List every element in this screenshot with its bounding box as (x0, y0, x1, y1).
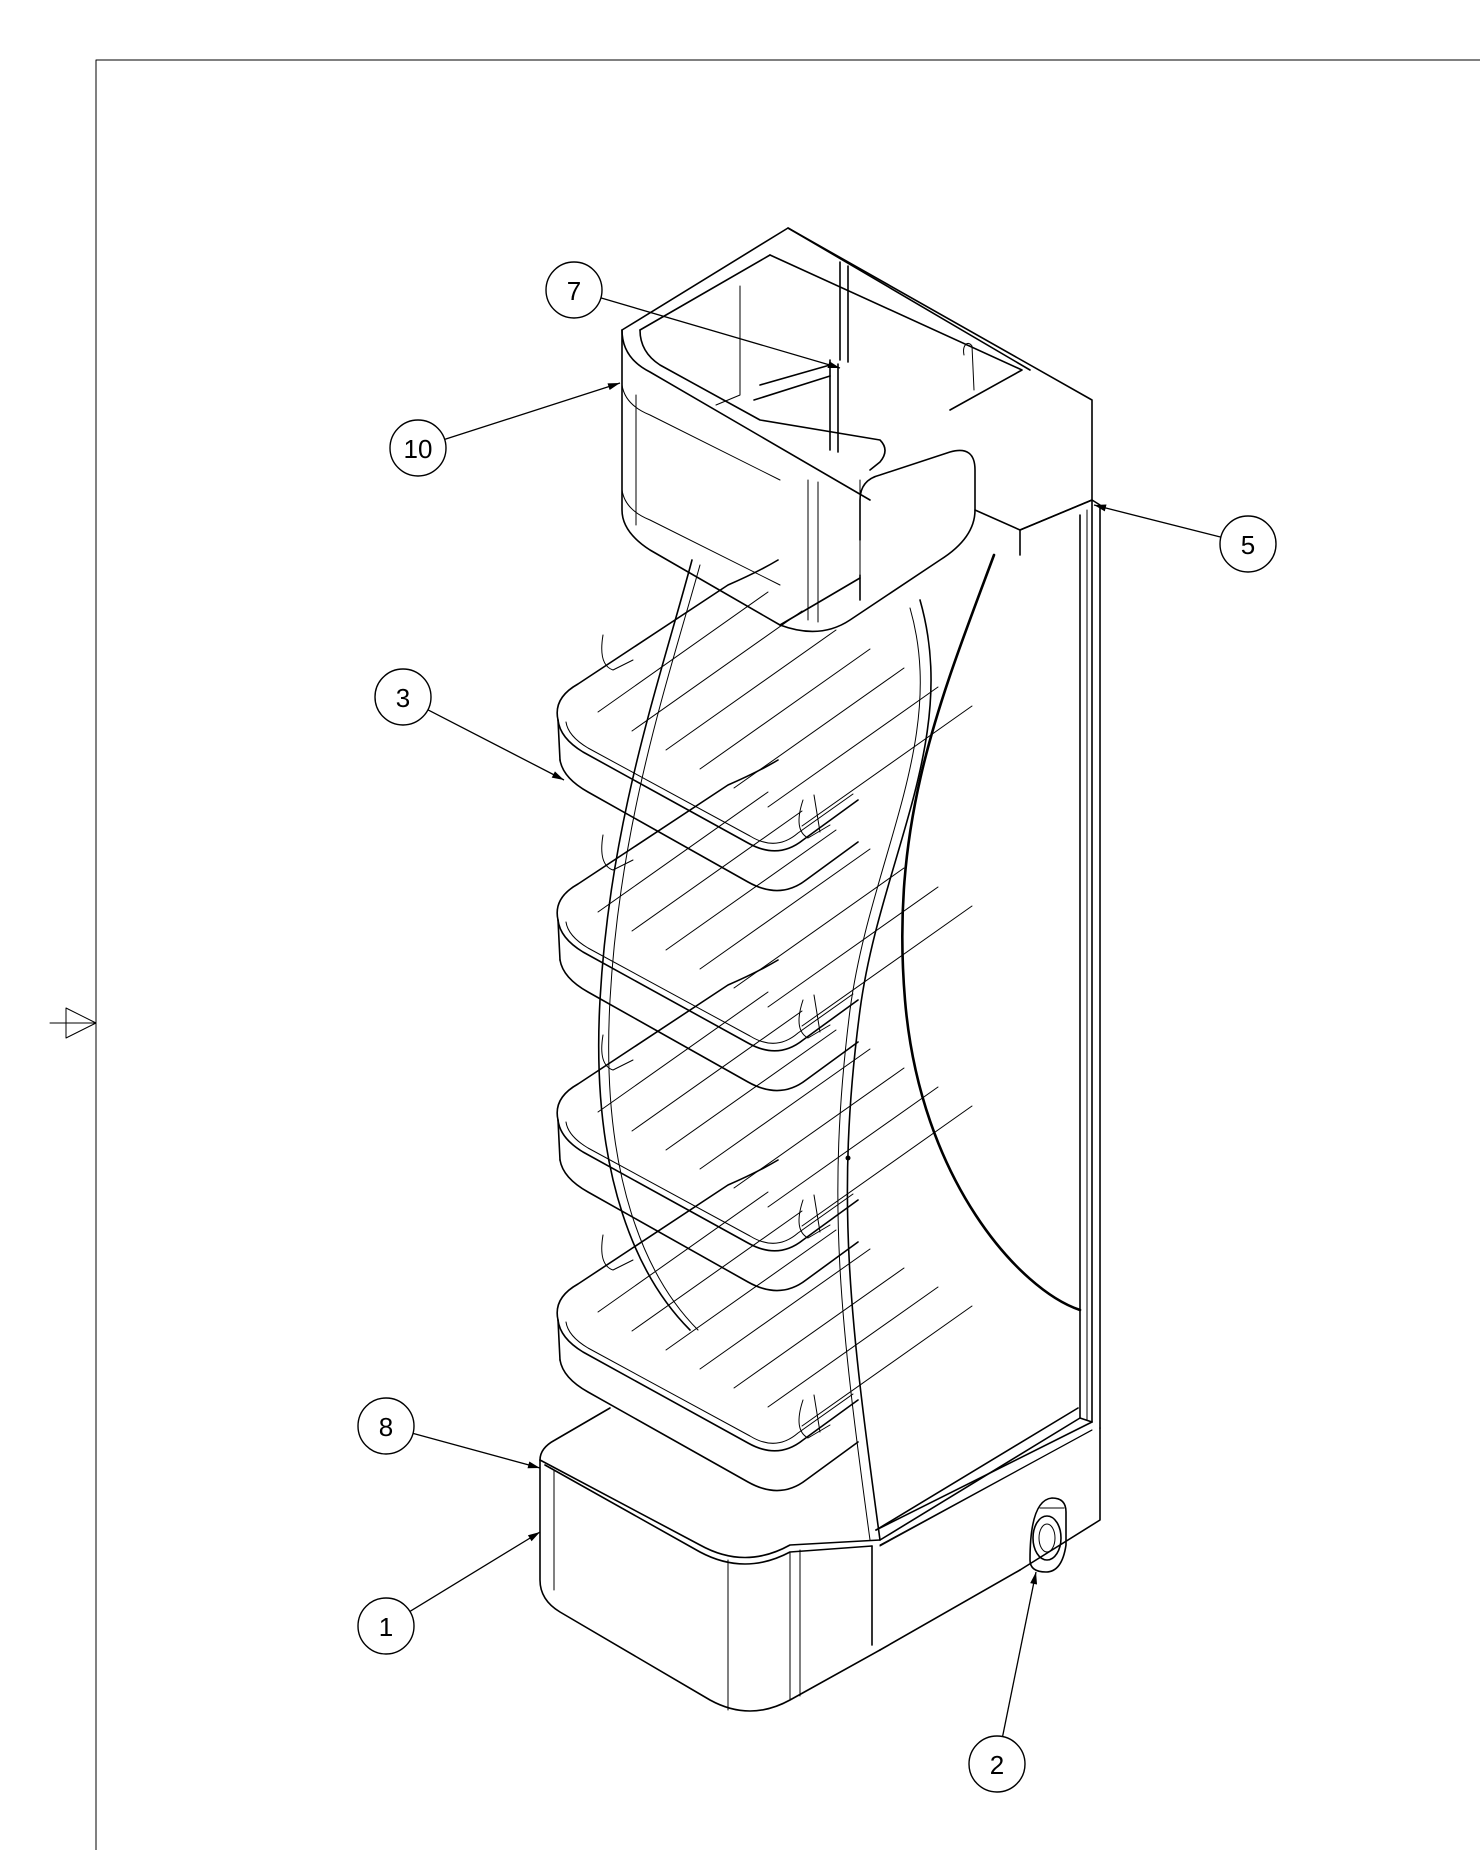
callout-label: 3 (396, 683, 410, 713)
callout-3: 3 (374, 668, 565, 781)
wire-shelf (556, 1159, 973, 1492)
callout-label: 2 (990, 1750, 1004, 1780)
arrowhead (607, 383, 620, 391)
arrowhead (527, 1532, 540, 1542)
arrowhead (1094, 504, 1107, 512)
callout-label: 8 (379, 1412, 393, 1442)
callout-10: 10 (389, 382, 621, 477)
callout-label: 1 (379, 1612, 393, 1642)
wire-shelf (556, 559, 973, 892)
callout-1: 1 (357, 1531, 541, 1655)
callout-bubble (357, 1597, 415, 1655)
leader-line (412, 1432, 541, 1469)
wire-shelf (556, 759, 973, 1092)
arrowhead (827, 361, 840, 368)
arrowhead (1030, 1572, 1038, 1585)
arrowhead (551, 771, 564, 780)
callout-label: 10 (404, 434, 433, 464)
leader-line (1001, 1571, 1037, 1737)
callout-7: 7 (545, 261, 841, 369)
callout-bubble (545, 261, 603, 319)
caster-wheel (1029, 1497, 1067, 1573)
drawing-frame (95, 59, 1480, 1850)
callout-bubble (389, 419, 447, 477)
header-bin (621, 227, 1093, 633)
side-panel (837, 499, 1101, 1547)
callout-8: 8 (357, 1397, 541, 1469)
callouts: 7 10 5 3 8 1 2 (357, 261, 1277, 1793)
callout-bubble (357, 1397, 415, 1455)
callout-bubble (1219, 515, 1277, 573)
callout-5: 5 (1093, 504, 1277, 573)
callout-label: 7 (567, 276, 581, 306)
callout-bubble (374, 668, 432, 726)
base (539, 1407, 1101, 1712)
leader-line (409, 1531, 541, 1612)
leader-line (1093, 504, 1222, 538)
datum-triangle-icon (49, 1007, 97, 1039)
callout-bubble (968, 1735, 1026, 1793)
callout-2: 2 (968, 1571, 1038, 1793)
leader-line (444, 382, 621, 441)
wire-shelves (556, 559, 973, 1492)
callout-label: 5 (1241, 530, 1255, 560)
leader-line (427, 709, 565, 781)
leader-line (600, 297, 841, 369)
wire-shelf (556, 959, 973, 1292)
arrowhead (527, 1461, 540, 1469)
